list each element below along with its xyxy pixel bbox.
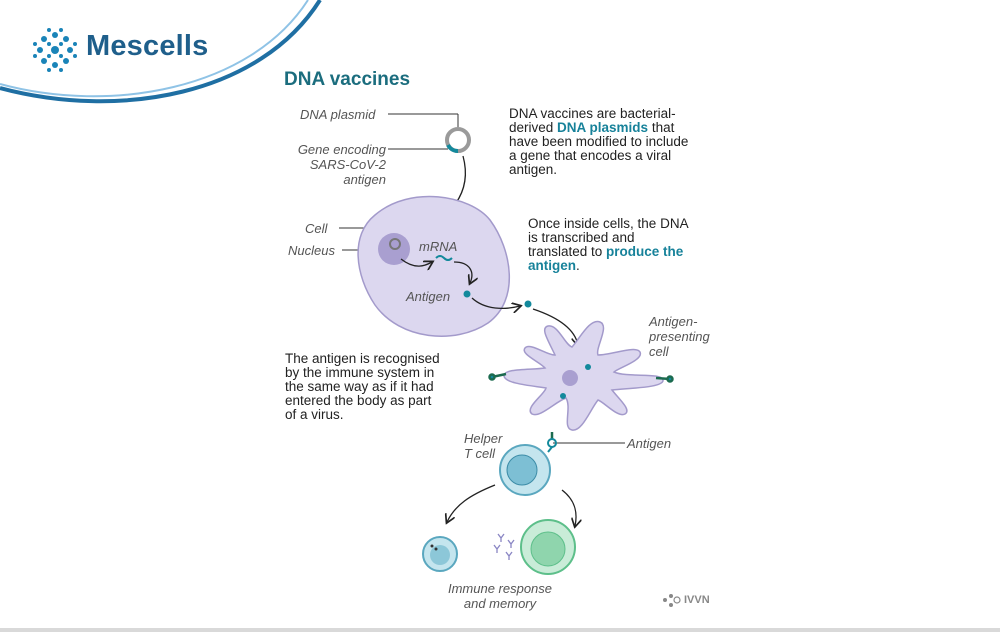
bottom-divider — [0, 628, 1000, 632]
antigen-presenting-cell — [503, 320, 664, 431]
label-dna-plasmid: DNA plasmid — [300, 107, 376, 122]
arrow-to-memory-cell — [561, 489, 576, 526]
label-antigen-presenting-cell: Antigen- presenting cell — [649, 314, 710, 359]
page-title: DNA vaccines — [284, 69, 411, 90]
ivvn-logo-icon — [663, 594, 681, 607]
cell-cluster-icon — [33, 28, 77, 72]
antibodies — [493, 533, 515, 560]
label-antigen-inner: Antigen — [406, 289, 451, 304]
host-cell — [357, 195, 510, 337]
brand-name: Mescells — [86, 30, 209, 62]
antigen-dot-inner — [463, 290, 471, 298]
label-mrna: mRNA — [419, 239, 458, 254]
credit-ivvn: IVVN — [684, 594, 710, 606]
text-block-immune-recognition: The antigen is recognised by the immune … — [285, 351, 440, 422]
arrow-antigen-exit — [471, 297, 520, 308]
arrow-mrna-to-antigen — [453, 261, 472, 283]
mrna-strand — [435, 255, 453, 261]
helper-t-cell-nucleus — [506, 454, 538, 486]
text-block-produce-antigen: Once inside cells, the DNA is transcribe… — [528, 216, 689, 273]
label-cell: Cell — [305, 221, 328, 236]
label-helper-t-cell: Helper T cell — [464, 431, 503, 461]
label-nucleus: Nucleus — [288, 243, 335, 258]
dna-plasmid-ring — [445, 127, 471, 153]
text-block-dna-plasmids: DNA vaccines are bacterial- derived DNA … — [509, 106, 689, 177]
antigen-dot-outer — [524, 300, 532, 308]
label-immune-response: Immune response and memory — [447, 581, 553, 611]
label-gene-encoding: Gene encoding SARS-CoV-2 antigen — [297, 142, 386, 187]
arrow-to-b-cell — [447, 484, 496, 522]
tcell-receptor — [547, 432, 557, 453]
plasmid-in-nucleus — [389, 238, 401, 250]
apc-nucleus — [562, 370, 578, 386]
arrow-nucleus-to-mrna — [400, 258, 432, 266]
label-antigen-outer: Antigen — [627, 436, 672, 451]
